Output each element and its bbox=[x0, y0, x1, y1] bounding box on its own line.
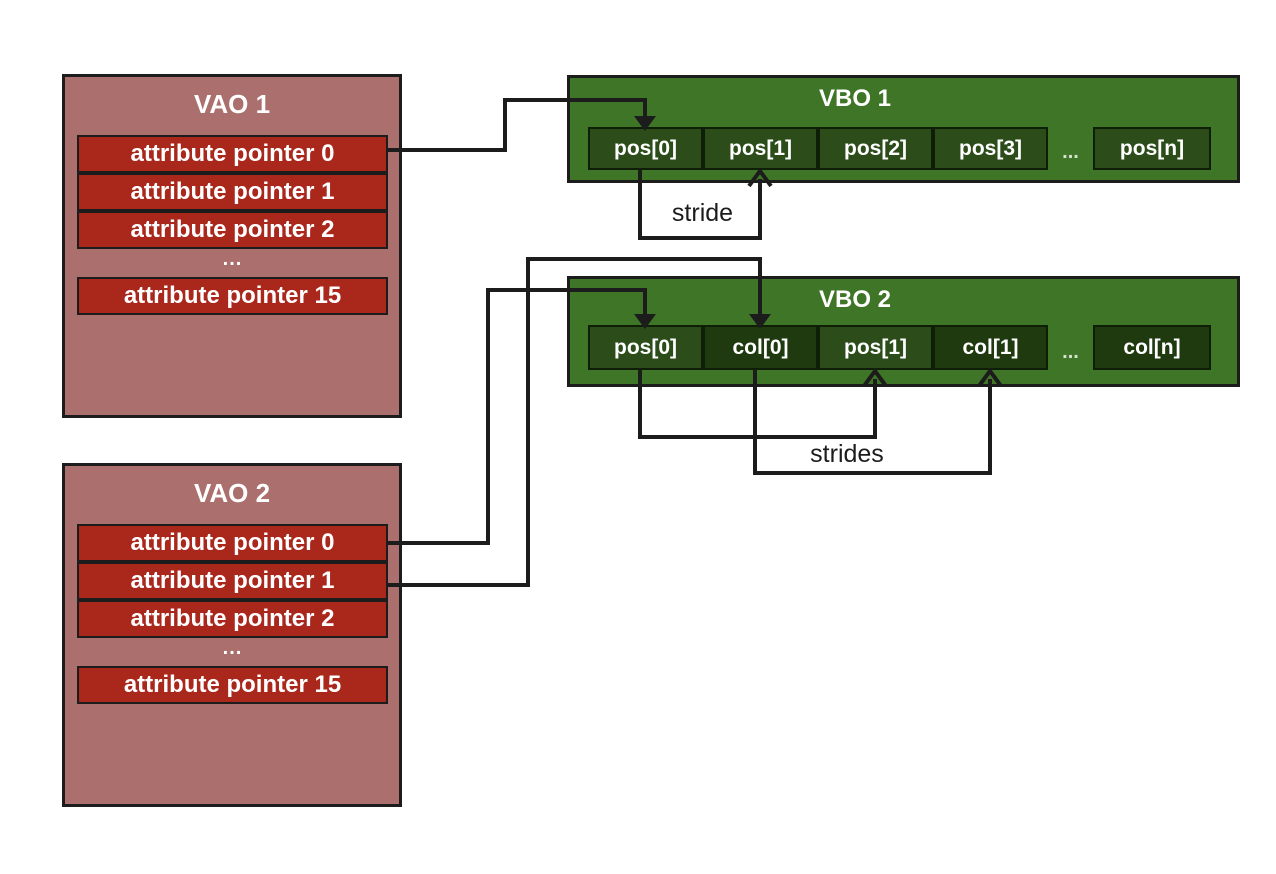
vbo2-cell-col1: col[1] bbox=[933, 325, 1048, 370]
vao1-box: VAO 1 attribute pointer 0 attribute poin… bbox=[62, 74, 402, 418]
vbo1-title: VBO 1 bbox=[818, 85, 892, 112]
vbo1-cell-pos1: pos[1] bbox=[703, 127, 818, 170]
vbo1-cell-posn: pos[n] bbox=[1093, 127, 1211, 170]
stride-label: stride bbox=[671, 199, 734, 227]
vao2-attribute-pointer-1: attribute pointer 1 bbox=[77, 562, 388, 600]
vbo2-cells: pos[0] col[0] pos[1] col[1] ... col[n] bbox=[588, 325, 1211, 370]
vbo1-cell-pos3: pos[3] bbox=[933, 127, 1048, 170]
vbo2-cell-pos0: pos[0] bbox=[588, 325, 703, 370]
vbo2-box: VBO 2 pos[0] col[0] pos[1] col[1] ... co… bbox=[567, 276, 1240, 387]
vao2-ellipsis: ... bbox=[222, 637, 243, 659]
vbo1-cells: pos[0] pos[1] pos[2] pos[3] ... pos[n] bbox=[588, 127, 1211, 170]
vao1-title: VAO 1 bbox=[193, 89, 271, 119]
vao2-attribute-pointer-15: attribute pointer 15 bbox=[77, 666, 388, 704]
vbo2-cell-coln: col[n] bbox=[1093, 325, 1211, 370]
vao1-attribute-pointer-0: attribute pointer 0 bbox=[77, 135, 388, 173]
vbo1-cell-pos2: pos[2] bbox=[818, 127, 933, 170]
vao1-attribute-pointer-2: attribute pointer 2 bbox=[77, 211, 388, 249]
vao2-attribute-pointer-2: attribute pointer 2 bbox=[77, 600, 388, 638]
vao2-attribute-pointer-0: attribute pointer 0 bbox=[77, 524, 388, 562]
vao2-box: VAO 2 attribute pointer 0 attribute poin… bbox=[62, 463, 402, 807]
vao1-ellipsis: ... bbox=[222, 248, 243, 270]
vbo2-cell-col0: col[0] bbox=[703, 325, 818, 370]
vbo1-box: VBO 1 pos[0] pos[1] pos[2] pos[3] ... po… bbox=[567, 75, 1240, 183]
vbo2-title: VBO 2 bbox=[818, 286, 892, 313]
vao1-attribute-pointer-1: attribute pointer 1 bbox=[77, 173, 388, 211]
vbo1-ellipsis: ... bbox=[1062, 141, 1079, 163]
strides-label: strides bbox=[810, 440, 884, 468]
vbo1-cell-pos0: pos[0] bbox=[588, 127, 703, 170]
vbo2-cell-pos1: pos[1] bbox=[818, 325, 933, 370]
vao1-attribute-pointer-15: attribute pointer 15 bbox=[77, 277, 388, 315]
vbo2-ellipsis: ... bbox=[1062, 341, 1079, 363]
vao2-title: VAO 2 bbox=[193, 478, 271, 508]
